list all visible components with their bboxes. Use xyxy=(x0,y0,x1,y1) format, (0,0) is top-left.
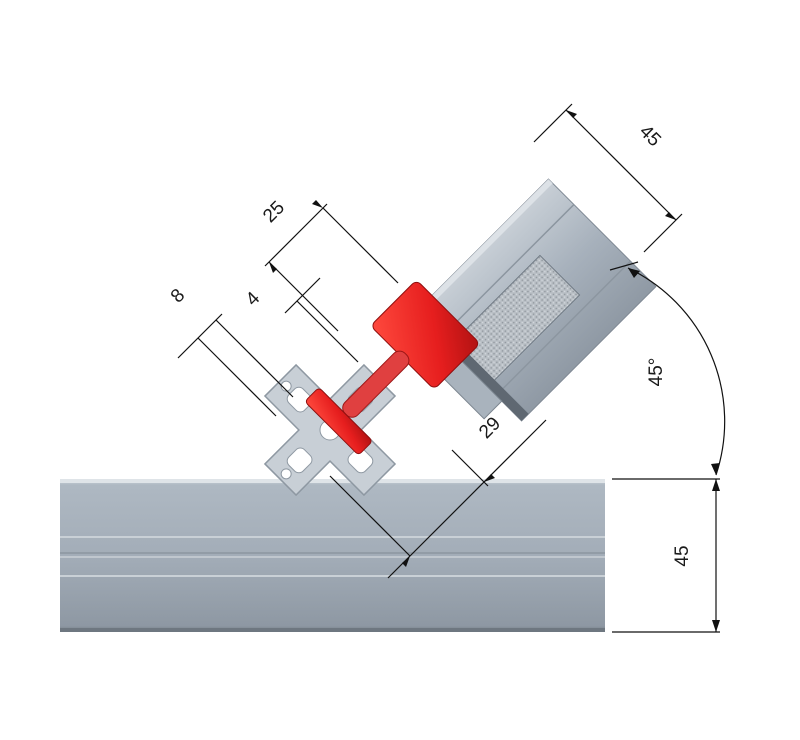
dim-4-label: 4 xyxy=(242,288,265,311)
dim-8-label: 8 xyxy=(167,285,189,307)
dimension-lines xyxy=(177,103,726,633)
base-profile-beam xyxy=(60,479,605,632)
red-connector xyxy=(305,281,479,455)
dim-angle-label: 45° xyxy=(646,358,667,387)
dim-angled-width-label: 45 xyxy=(635,121,665,151)
dim-beam-height-label: 45 xyxy=(672,545,693,566)
dim-25-label: 25 xyxy=(259,197,289,227)
dim-29-label: 29 xyxy=(475,413,505,443)
